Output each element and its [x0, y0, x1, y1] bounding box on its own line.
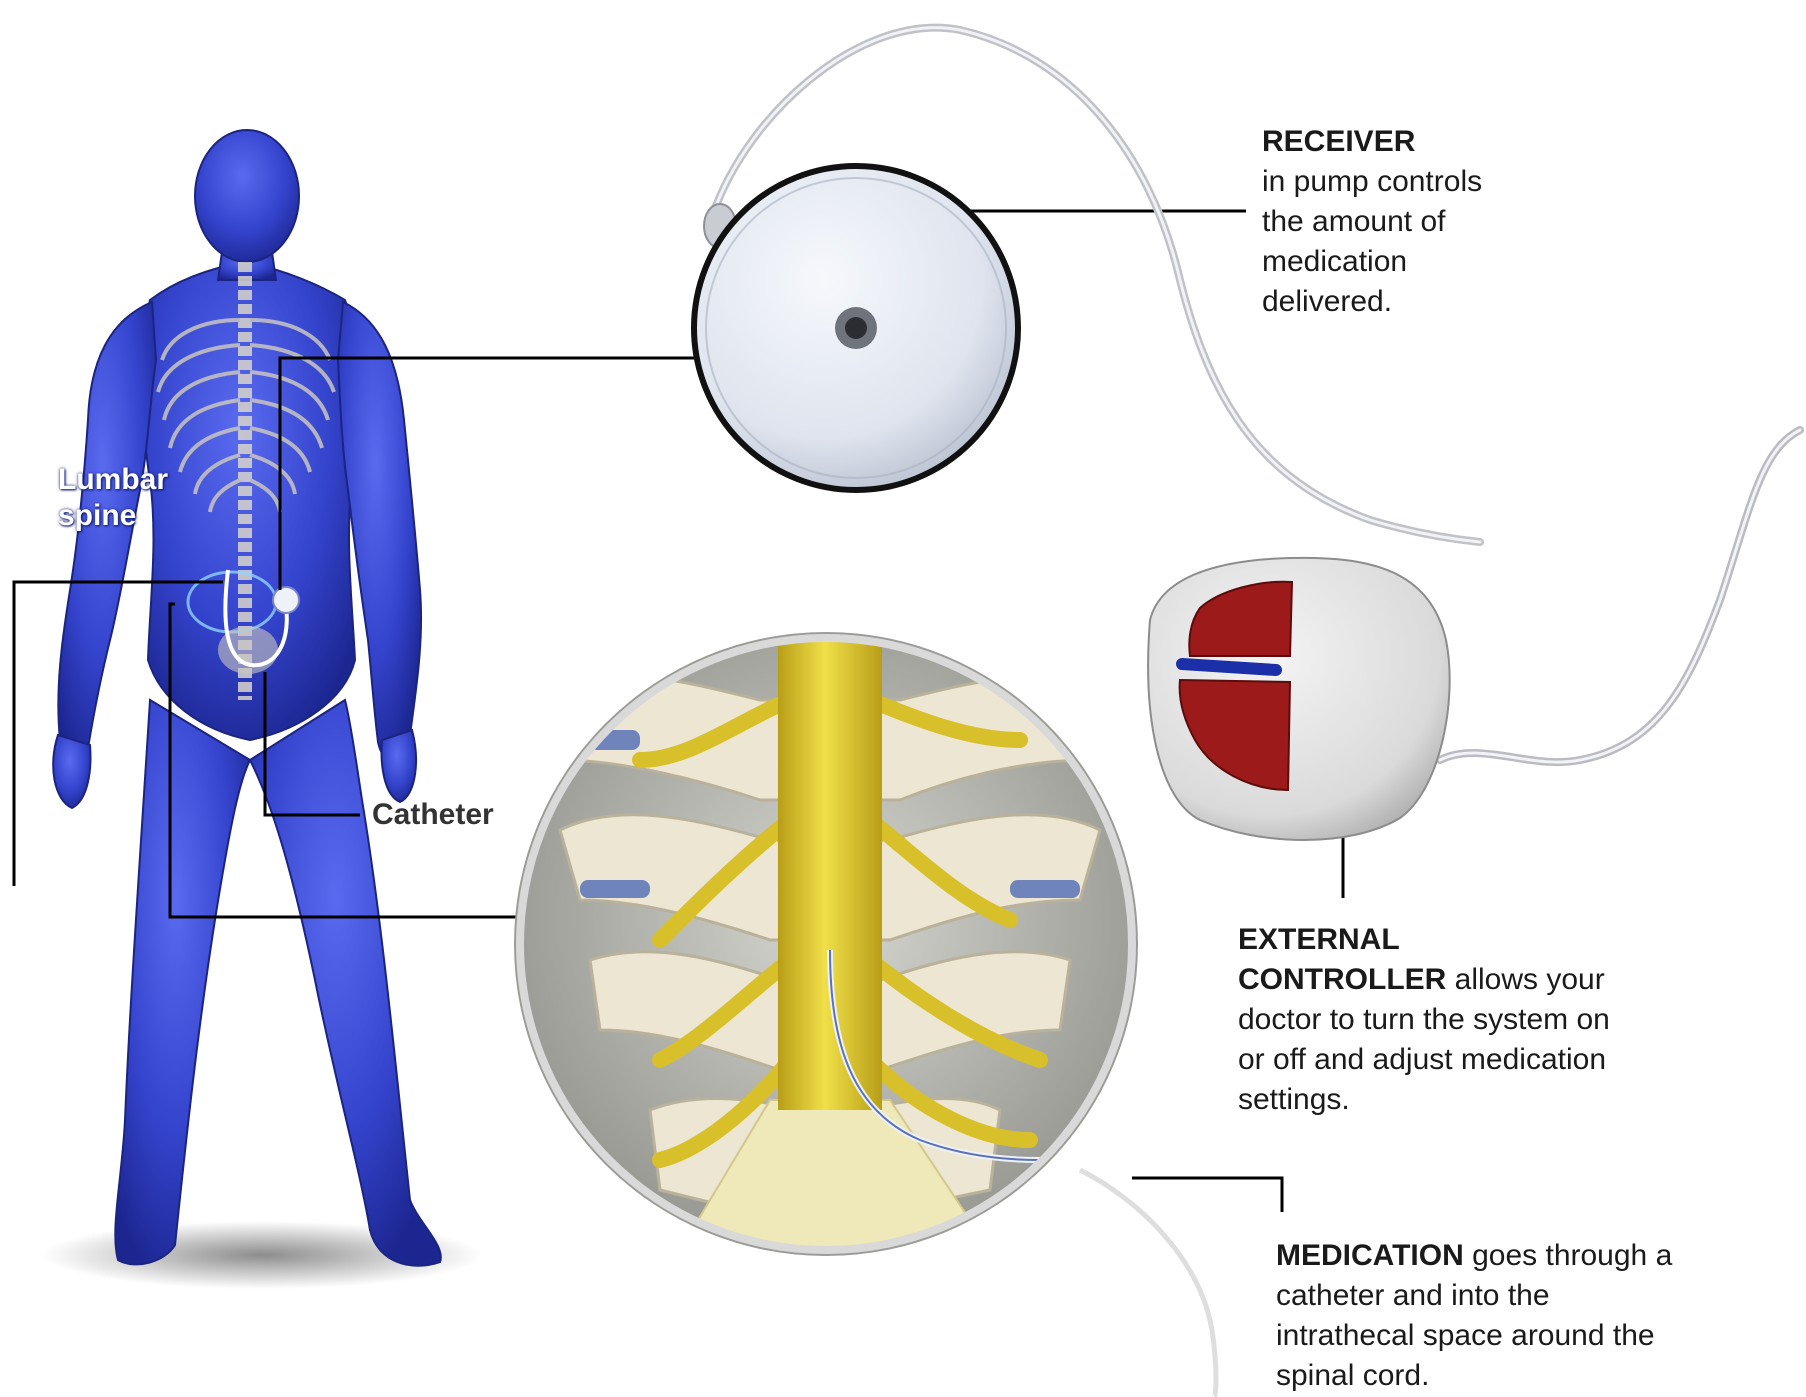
- lumbar-label-line2: spine: [58, 498, 168, 534]
- human-body-figure: [42, 130, 482, 1289]
- spine-magnifier: [500, 620, 1216, 1397]
- receiver-line: medication: [1262, 242, 1482, 282]
- medication-callout: MEDICATION goes through a catheter and i…: [1276, 1236, 1672, 1396]
- receiver-callout: RECEIVER in pump controls the amount of …: [1262, 122, 1482, 322]
- medication-title: MEDICATION: [1276, 1239, 1464, 1272]
- receiver-title: RECEIVER: [1262, 125, 1415, 158]
- lumbar-label-line1: Lumbar: [58, 462, 168, 498]
- medication-line: intrathecal space around the: [1276, 1316, 1672, 1356]
- medication-line: spinal cord.: [1276, 1356, 1672, 1396]
- controller-title-1: EXTERNAL: [1238, 923, 1400, 956]
- implanted-pump: [273, 587, 299, 613]
- receiver-line: in pump controls: [1262, 162, 1482, 202]
- medication-line: catheter and into the: [1276, 1276, 1672, 1316]
- controller-line: or off and adjust medication: [1238, 1040, 1610, 1080]
- controller-title-2: CONTROLLER: [1238, 963, 1446, 996]
- controller-line: doctor to turn the system on: [1238, 1000, 1610, 1040]
- receiver-line: delivered.: [1262, 282, 1482, 322]
- catheter-label: Catheter: [372, 798, 494, 832]
- receiver-line: the amount of: [1262, 202, 1482, 242]
- controller-line: allows your: [1446, 963, 1604, 996]
- lumbar-spine-label: Lumbar spine: [58, 462, 168, 534]
- medication-line: goes through a: [1464, 1239, 1673, 1272]
- external-controller-device: [1148, 430, 1800, 840]
- controller-line: settings.: [1238, 1080, 1610, 1120]
- controller-callout: EXTERNAL CONTROLLER allows your doctor t…: [1238, 920, 1610, 1120]
